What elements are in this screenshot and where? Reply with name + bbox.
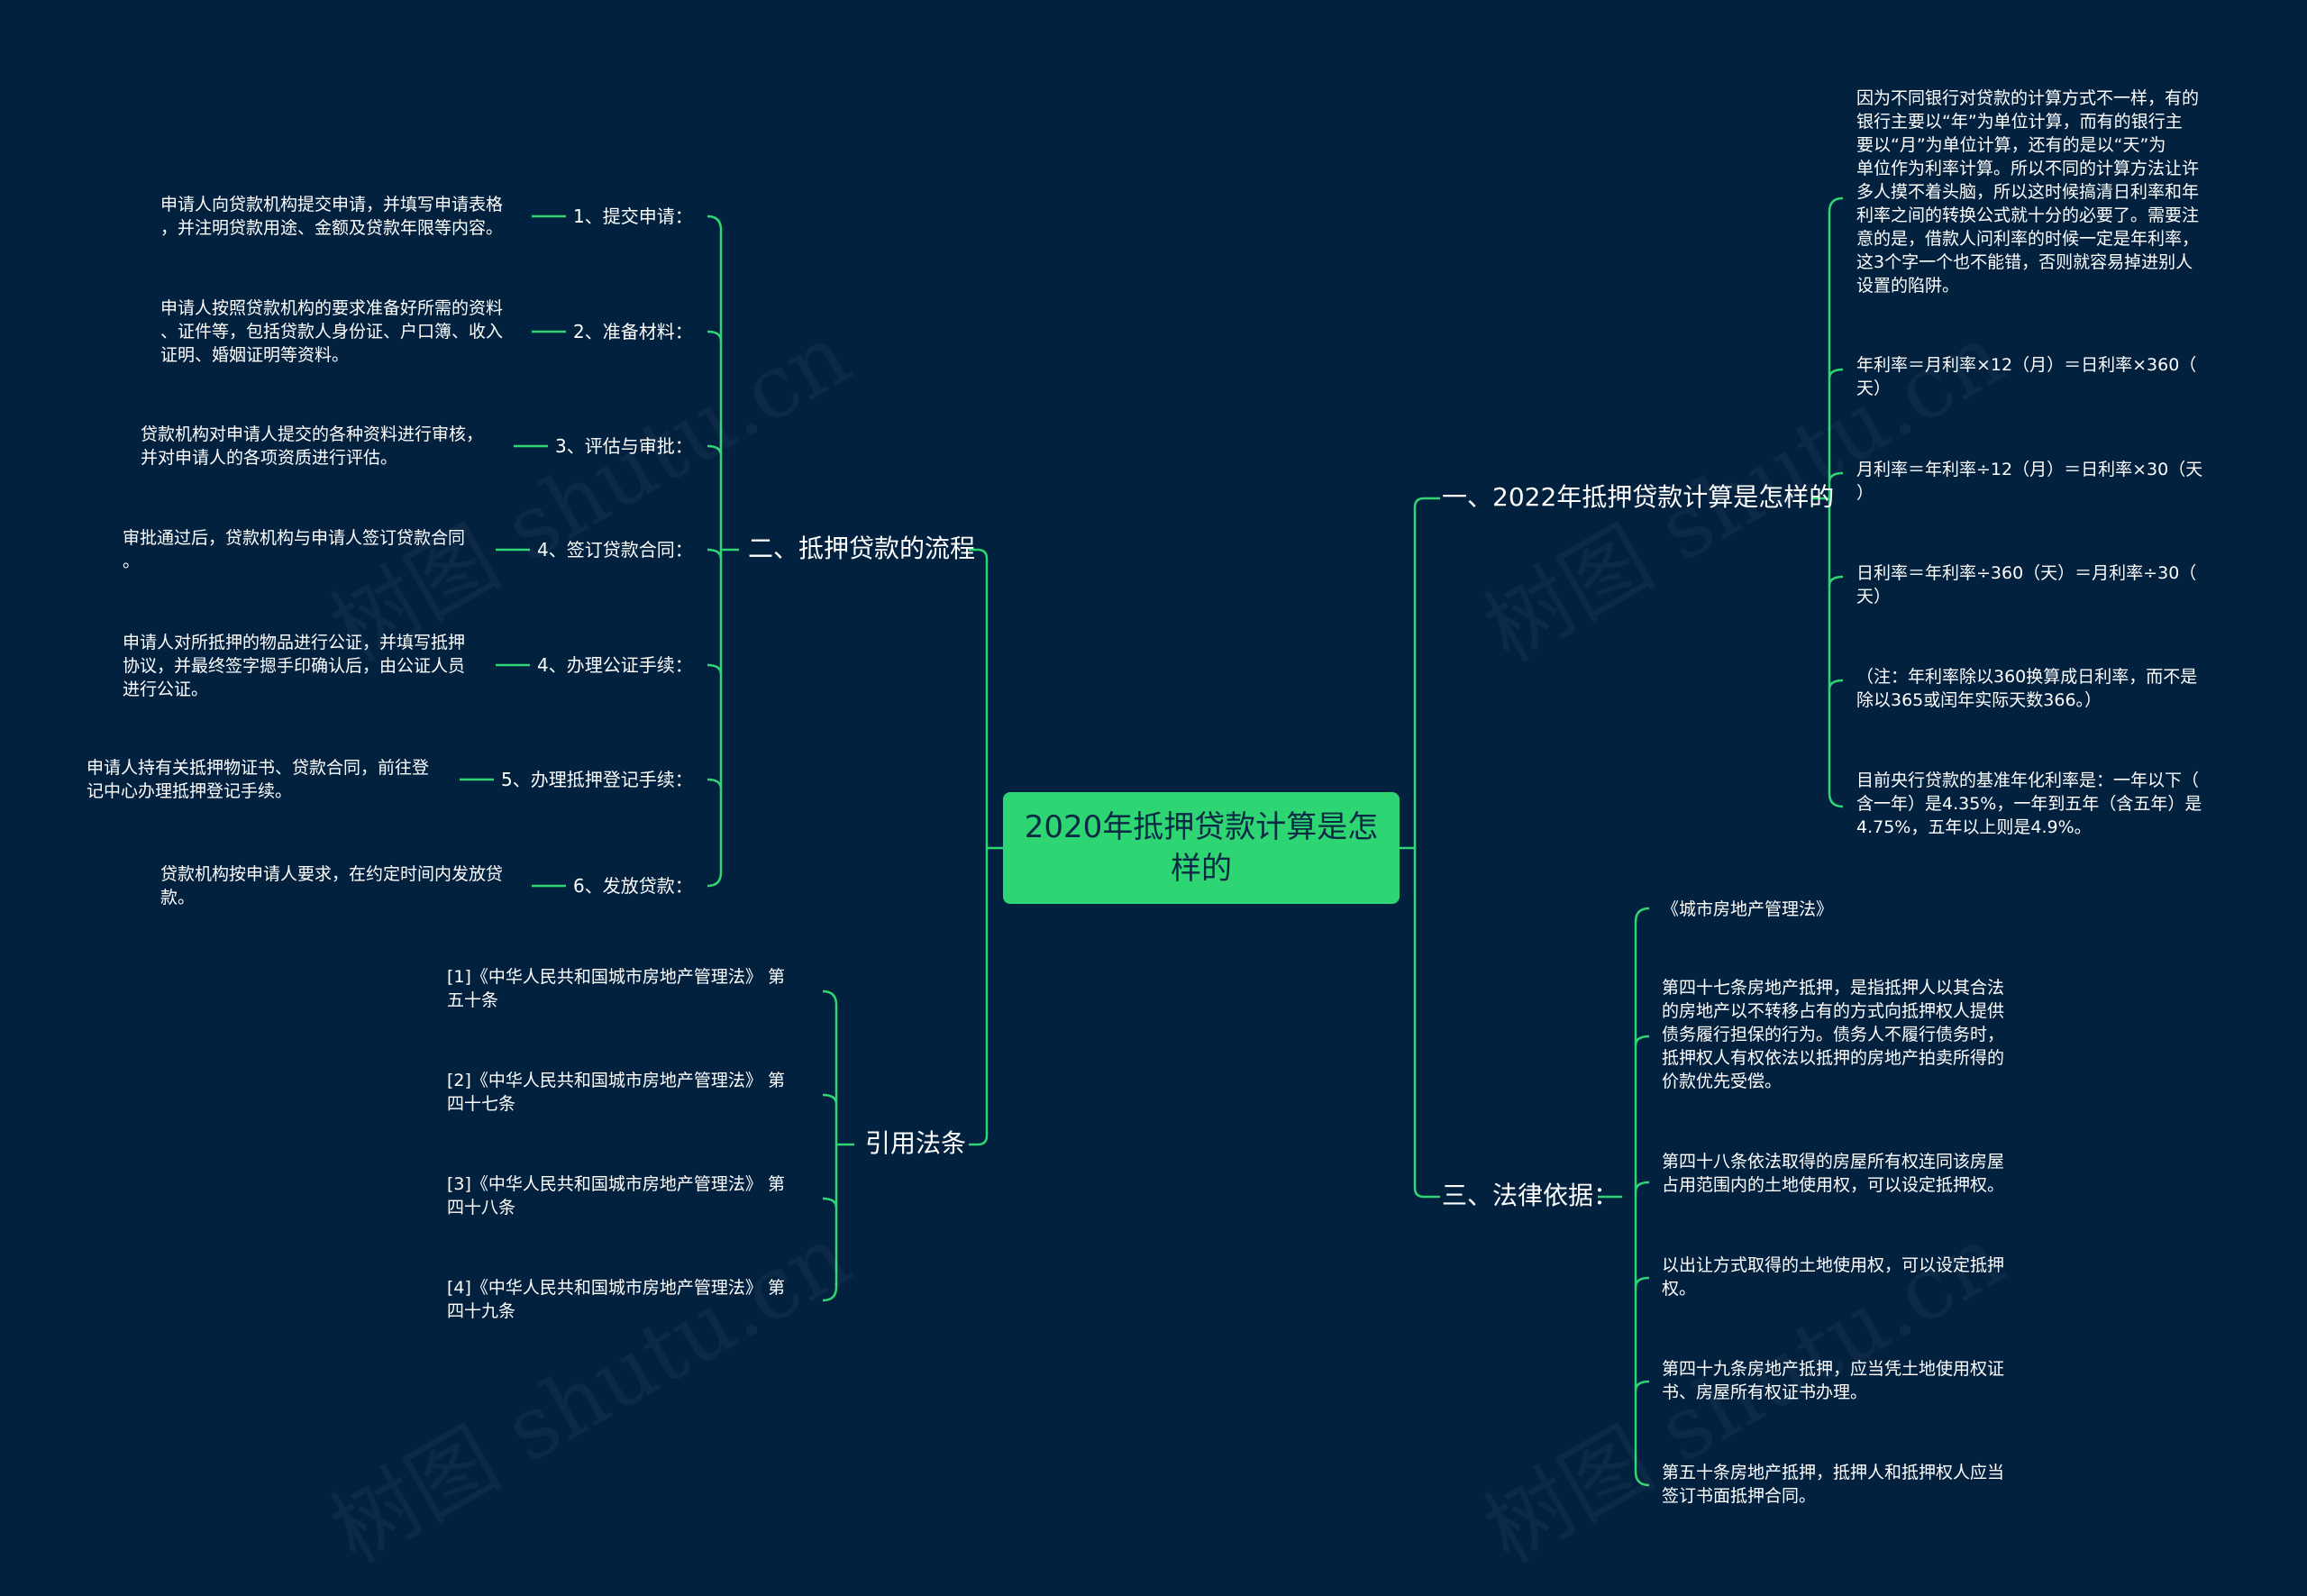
law-leaf[interactable]: 第四十八条依法取得的房屋所有权连同该房屋 占用范围内的土地使用权，可以设定抵押权… xyxy=(1662,1152,2005,1195)
process-step[interactable]: 6、发放贷款： xyxy=(573,875,693,897)
calc-leaf[interactable]: 日利率＝年利率÷360（天）＝月利率÷30（ 天） xyxy=(1856,563,2197,606)
connector xyxy=(1634,1035,1650,1046)
calc-leaf[interactable]: 目前央行贷款的基准年化利率是：一年以下（ 含一年）是4.35%，一年到五年（含五… xyxy=(1856,771,2202,837)
law-leaf[interactable]: 第五十条房地产抵押，抵押人和抵押权人应当 签订书面抵押合同。 xyxy=(1662,1463,2005,1506)
connector xyxy=(822,1197,838,1208)
process-detail[interactable]: 申请人对所抵押的物品进行公证，并填写抵押 协议，并最终签字摁手印确认后，由公证人… xyxy=(123,633,466,699)
process-detail[interactable]: 贷款机构对申请人提交的各种资料进行审核， 并对申请人的各项资质进行评估。 xyxy=(141,424,484,468)
process-step[interactable]: 4、办理公证手续： xyxy=(537,654,693,676)
ref-leaf[interactable]: [3]《中华人民共和国城市房地产管理法》 第 四十八条 xyxy=(447,1174,785,1218)
connector xyxy=(1828,575,1844,587)
process-detail[interactable]: 审批通过后，贷款机构与申请人签订贷款合同 。 xyxy=(123,528,466,571)
calc-leaf[interactable]: （注：年利率除以360换算成日利率，而不是 除以365或闰年实际天数366。） xyxy=(1856,667,2198,710)
ref-leaf[interactable]: [2]《中华人民共和国城市房地产管理法》 第 四十七条 xyxy=(447,1071,785,1114)
connector xyxy=(969,548,1003,850)
calc-leaf[interactable]: 因为不同银行对贷款的计算方式不一样，有的 银行主要以“年”为单位计算，而有的银行… xyxy=(1856,88,2200,296)
branch-refs[interactable]: 引用法条 xyxy=(865,1128,967,1158)
ref-leaf[interactable]: [1]《中华人民共和国城市房地产管理法》 第 五十条 xyxy=(447,967,785,1010)
branch-calc[interactable]: 一、2022年抵押贷款计算是怎样的 xyxy=(1442,482,1835,512)
calc-leaf[interactable]: 月利率＝年利率÷12（月）＝日利率×30（天 ） xyxy=(1856,460,2203,503)
branch-law[interactable]: 三、法律依据： xyxy=(1442,1181,1619,1210)
law-leaf[interactable]: 以出让方式取得的土地使用权，可以设定抵押 权。 xyxy=(1662,1255,2005,1299)
connector xyxy=(1828,196,1844,808)
process-detail[interactable]: 申请人按照贷款机构的要求准备好所需的资料 、证件等，包括贷款人身份证、户口簿、收… xyxy=(160,298,504,365)
connector xyxy=(1400,497,1440,850)
ref-leaf[interactable]: [4]《中华人民共和国城市房地产管理法》 第 四十九条 xyxy=(447,1278,785,1321)
connector xyxy=(1634,907,1650,1487)
connector xyxy=(1828,471,1844,483)
connector xyxy=(1413,848,1440,1199)
connector xyxy=(1634,1181,1650,1192)
calc-leaf[interactable]: 年利率＝月利率×12（月）＝日利率×360（ 天） xyxy=(1856,355,2197,398)
process-step[interactable]: 3、评估与审批： xyxy=(555,435,693,457)
connector xyxy=(707,548,723,560)
law-leaf[interactable]: 《城市房地产管理法》 xyxy=(1662,899,1834,919)
connector xyxy=(1634,1380,1650,1391)
connector xyxy=(707,663,723,675)
central-topic-label: 2020年抵押贷款计算是怎 样的 xyxy=(1024,809,1379,887)
connector xyxy=(1634,1276,1650,1288)
process-step[interactable]: 5、办理抵押登记手续： xyxy=(501,769,693,790)
law-leaf[interactable]: 第四十九条房地产抵押，应当凭土地使用权证 书、房屋所有权证书办理。 xyxy=(1662,1359,2005,1402)
branch-process[interactable]: 二、抵押贷款的流程 xyxy=(748,534,976,563)
connector xyxy=(707,778,723,789)
process-detail[interactable]: 贷款机构按申请人要求，在约定时间内发放贷 款。 xyxy=(160,864,504,907)
process-step[interactable]: 4、签订贷款合同： xyxy=(537,539,693,561)
process-detail[interactable]: 申请人持有关抵押物证书、贷款合同，前往登 记中心办理抵押登记手续。 xyxy=(87,758,430,801)
connector xyxy=(707,444,723,456)
law-leaf[interactable]: 第四十七条房地产抵押，是指抵押人以其合法 的房地产以不转移占有的方式向抵押权人提… xyxy=(1662,978,2005,1091)
process-step[interactable]: 2、准备材料： xyxy=(573,321,693,342)
connector xyxy=(969,848,989,1146)
process-step[interactable]: 1、提交申请： xyxy=(573,205,693,227)
connector xyxy=(822,1093,838,1105)
connector xyxy=(707,214,723,888)
connector xyxy=(707,330,723,342)
process-detail[interactable]: 申请人向贷款机构提交申请，并填写申请表格 ，并注明贷款用途、金额及贷款年限等内容… xyxy=(160,195,504,238)
connector xyxy=(1828,368,1844,379)
connector xyxy=(1828,679,1844,690)
connector xyxy=(822,990,838,1302)
central-topic[interactable]: 2020年抵押贷款计算是怎 样的 xyxy=(1003,792,1400,904)
